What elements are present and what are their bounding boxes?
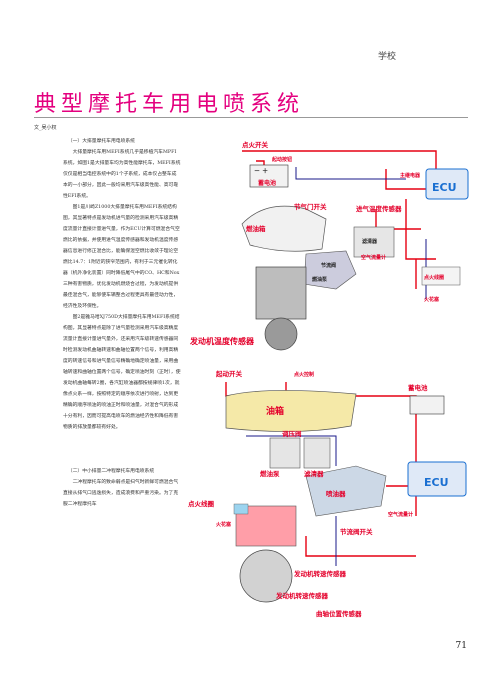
- label-throttle-switch-1: 节气门开关: [294, 202, 327, 211]
- pump-box-2: [269, 437, 301, 469]
- paragraph-4: 二冲程摩托车的致命弱点是扫气时新鲜可燃混合气直接从排气口逃逸损失，造成浪费和严重…: [63, 480, 179, 507]
- label-battery-signs: － ＋: [254, 168, 268, 175]
- label-crank-position: 曲轴位置传感器: [316, 609, 362, 618]
- label-airflow-2: 空气流量计: [388, 511, 413, 518]
- label-battery-2: 蓄电池: [408, 383, 428, 392]
- body-column-top: （一）大排量摩托车用电喷系统 大排量摩托车用MEFI系统几乎是移植汽车MPFI系…: [63, 136, 181, 433]
- label-engine-temp: 发动机温度传感器: [189, 336, 255, 346]
- fuel-tank-shape-2: [225, 390, 357, 432]
- label-fuel-filter-1: 滤清器: [362, 238, 378, 245]
- label-throttle-1: 节流阀: [321, 262, 336, 269]
- airbox-shape-1: [353, 226, 395, 258]
- body-column-bottom: （二）中小排量二冲程摩托车用电喷系统 二冲程摩托车的致命弱点是扫气时新鲜可燃混合…: [63, 466, 181, 510]
- section-heading-2: （二）中小排量二冲程摩托车用电喷系统: [67, 469, 155, 474]
- label-fuel-tank-2: 油箱: [266, 405, 284, 417]
- intake-shape-2: [305, 465, 387, 517]
- label-start-switch: 起动开关: [215, 369, 243, 378]
- label-fuel-tank-1: 燃油箱: [246, 224, 266, 233]
- paragraph-2: 图1是川崎Z1000大排量摩托车用MEFI系统结构图，其显著特点是发动机进气量的…: [63, 205, 180, 309]
- label-fuel-control: 点火控制: [294, 371, 314, 378]
- label-throttle-switch-2: 节流阀开关: [340, 527, 373, 536]
- engine-block-1: [255, 266, 307, 320]
- coil-shape-2: [233, 503, 249, 515]
- label-battery-1: 蓄电池: [258, 179, 276, 187]
- label-ecu-1: ECU: [432, 181, 457, 194]
- throttle-body-1: [303, 250, 357, 290]
- header-school: 学校: [377, 52, 396, 62]
- label-fuel-pump-1: 燃油泵: [312, 276, 328, 283]
- label-ignition-coil-2: 点火线圈: [188, 499, 215, 508]
- label-ecu-2: ECU: [424, 476, 449, 489]
- crank-shape-2: [239, 549, 293, 603]
- label-engine-speed-2: 发动机转速传感器: [275, 591, 329, 600]
- ecu-box-1: [425, 168, 469, 200]
- label-pressure-reg: 调压阀: [282, 429, 302, 438]
- page-number: 71: [455, 641, 467, 651]
- label-spark-plug-1: 火花塞: [424, 296, 440, 303]
- label-fuel-pump-2: 燃油泵: [260, 469, 280, 478]
- figure-2-mefi-diagram: 起动开关 点火控制 蓄电池 油箱 调压阀 燃油泵 滤清器 ECU 空气流量计 点…: [188, 369, 467, 618]
- paragraph-1: 大排量摩托车用MEFI系统几乎是移植汽车MPFI系统，如图1是大排量车均为高性能…: [63, 150, 181, 199]
- page-title: 典型摩托车用电喷系统: [34, 92, 305, 117]
- label-ignition-coil-1: 点火线圈: [424, 274, 444, 281]
- paragraph-3: 图2是雅马哈XJ750D大排量摩托车用MEFI系统结构图，其显著特点是除了进气量…: [63, 315, 181, 430]
- fuel-tank-shape-1: [241, 205, 327, 252]
- label-main-relay: 主继电器: [400, 172, 421, 179]
- ignition-coil-box-1: [421, 266, 461, 286]
- label-filter-2: 滤清器: [304, 469, 324, 478]
- ecu-box-2: [407, 461, 467, 497]
- label-ignition-switch: 点火开关: [242, 140, 269, 149]
- battery-box-1: [249, 164, 289, 188]
- battery-box-2: [409, 395, 445, 415]
- section-heading-1: （一）大排量摩托车用电喷系统: [67, 139, 135, 144]
- author-line: 文_吴小权: [34, 125, 57, 131]
- figure-1-mefi-diagram: 点火开关 起动按钮 蓄电池 － ＋ 主继电器 ECU 节气门开关 进气温度传感器…: [189, 140, 469, 351]
- label-injector-2: 喷油器: [326, 489, 346, 498]
- label-engine-speed: 发动机转速传感器: [293, 569, 347, 578]
- title-divider: [34, 117, 468, 118]
- label-spark-plug-2: 火花塞: [216, 521, 232, 528]
- label-intake-temp: 进气温度传感器: [356, 204, 402, 213]
- filter-box-2: [303, 437, 331, 469]
- label-airflow-meter-1: 空气流量计: [361, 254, 386, 261]
- label-start-relay: 起动按钮: [271, 156, 292, 163]
- crankcase-1: [264, 317, 298, 351]
